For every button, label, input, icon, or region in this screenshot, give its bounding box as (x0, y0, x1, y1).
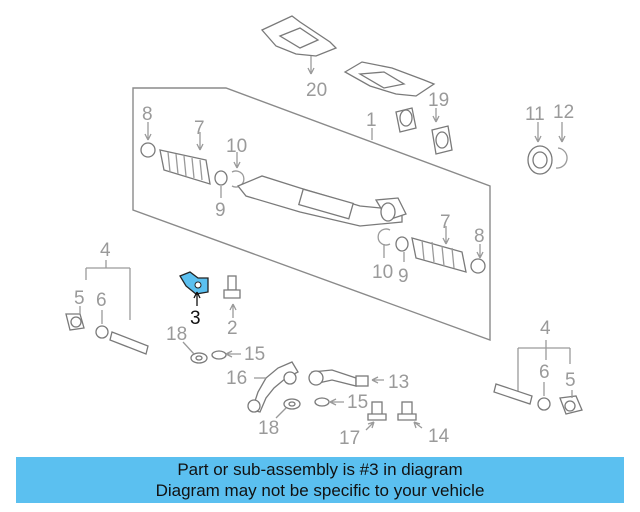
part-8-end-left (140, 142, 156, 158)
part-1-rack-body (236, 175, 407, 227)
part-10-clamp-right (377, 228, 391, 246)
callout-18-lower: 18 (258, 418, 279, 439)
part-14-bolt (397, 401, 417, 421)
callout-19: 19 (428, 90, 449, 111)
callout-18-upper: 18 (166, 324, 187, 345)
part-11-seal (527, 145, 553, 175)
part-19-bushing (395, 107, 453, 155)
callout-20: 20 (306, 80, 327, 101)
callout-8-right: 8 (474, 226, 485, 247)
part-2-bolt (223, 275, 241, 299)
part-20-bracket (260, 15, 436, 97)
callout-8-left: 8 (142, 104, 153, 125)
part-5-tie-rod-end-left (65, 313, 85, 331)
part-18-washer-lower (283, 398, 301, 410)
part-7-boot-left (159, 149, 211, 185)
part-9-nut-left (214, 170, 228, 186)
part-18-washer-upper (190, 352, 208, 364)
banner-line-disclaimer: Diagram may not be specific to your vehi… (155, 481, 485, 500)
callout-15-lower: 15 (347, 392, 368, 413)
callout-6-right: 6 (539, 362, 550, 383)
part-4-tie-rod-right (493, 383, 533, 405)
banner-line-part-number: Part or sub-assembly is #3 in diagram (177, 460, 463, 479)
part-4-tie-rod-left (109, 331, 149, 355)
callout-9-right: 9 (398, 266, 409, 287)
part-17-bolt (367, 401, 387, 421)
part-8-end-right (470, 258, 486, 274)
part-6-nut-left (95, 325, 109, 339)
callout-14: 14 (428, 426, 450, 447)
callout-7-right: 7 (440, 212, 451, 233)
callout-13: 13 (388, 372, 409, 393)
callout-5-left: 5 (74, 288, 85, 309)
callout-11: 11 (525, 104, 545, 125)
part-7-boot-right (411, 237, 467, 273)
callout-6-left: 6 (96, 290, 107, 311)
part-9-nut-right (395, 236, 409, 252)
part-16-pipe (247, 361, 299, 413)
callout-5-right: 5 (565, 370, 576, 391)
callout-2: 2 (227, 318, 238, 339)
callout-15-upper: 15 (244, 344, 265, 365)
callout-16: 16 (226, 368, 247, 389)
callout-4-left: 4 (100, 240, 111, 261)
part-6-nut-right (537, 397, 551, 411)
part-12-clip (555, 147, 568, 169)
callout-10-left: 10 (226, 136, 247, 157)
part-5-tie-rod-end-right (559, 395, 583, 415)
part-13-pipe (308, 369, 369, 387)
part-15-washer-upper (211, 350, 227, 360)
part-3-highlighted (179, 271, 209, 295)
callout-1: 1 (366, 110, 377, 131)
callout-12: 12 (553, 102, 574, 123)
callout-7-left: 7 (194, 118, 205, 139)
callout-9-left: 9 (215, 200, 226, 221)
parts-diagram: 1 2 3 4 4 5 5 6 6 7 7 8 8 9 9 10 10 11 1… (65, 15, 583, 449)
callout-4-right: 4 (540, 318, 551, 339)
part-15-washer-lower (314, 397, 330, 407)
callout-3: 3 (190, 308, 201, 329)
callout-10-right: 10 (372, 262, 393, 283)
part-10-clamp-left (231, 170, 245, 188)
callout-17: 17 (339, 428, 360, 449)
info-banner: Part or sub-assembly is #3 in diagram Di… (16, 457, 624, 503)
